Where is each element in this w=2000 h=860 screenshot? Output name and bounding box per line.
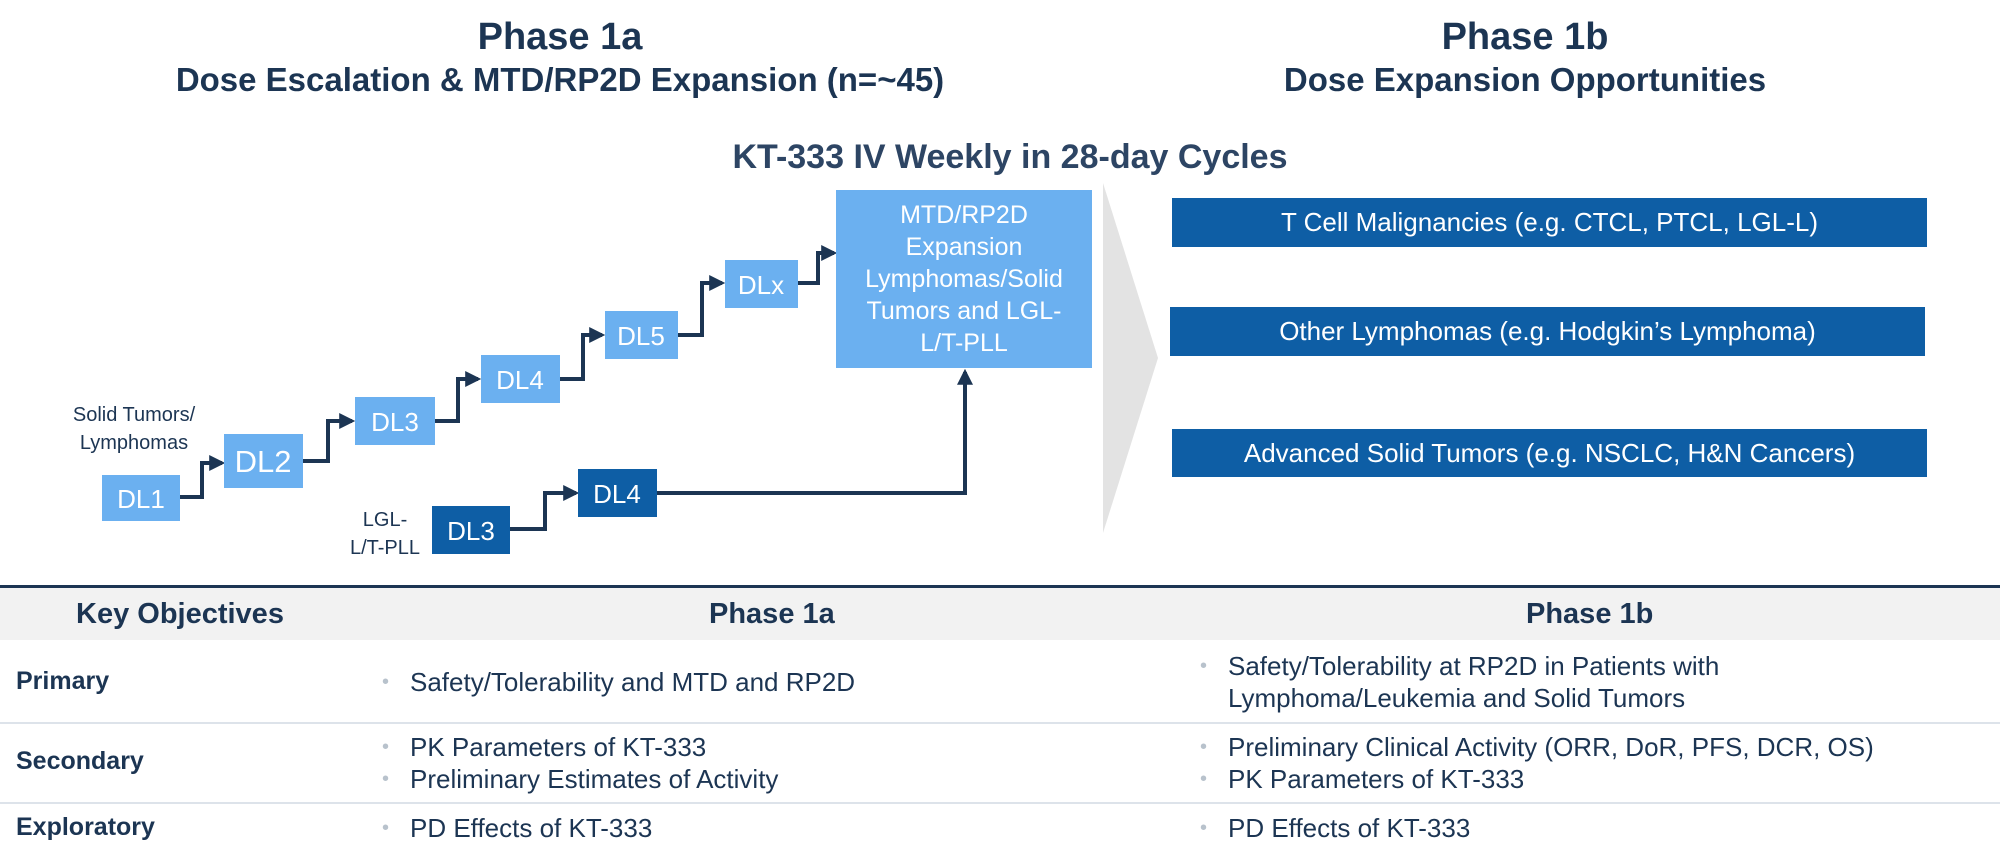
phase1b-title: Phase 1b xyxy=(1441,16,1609,58)
table-header-row xyxy=(0,588,2000,640)
step-dl3-label: DL3 xyxy=(371,407,419,437)
exploratory-phase1a-text: PD Effects of KT-333 xyxy=(410,813,653,843)
secondary-phase1b-text-2: PK Parameters of KT-333 xyxy=(1228,764,1525,794)
phase1b-subtitle: Dose Expansion Opportunities xyxy=(1283,61,1767,98)
bullet-icon: • xyxy=(1200,655,1208,677)
connector-dlx-mtd xyxy=(798,245,838,285)
exploratory-phase1b-text: PD Effects of KT-333 xyxy=(1228,813,1471,843)
primary-phase1a-text: Safety/Tolerability and MTD and RP2D xyxy=(410,667,856,697)
connector-lgl-dl4-mtd xyxy=(657,368,973,495)
lgl-step-dl3-label: DL3 xyxy=(447,516,495,546)
lgl-step-dl3-box xyxy=(432,506,510,554)
connector-dl4-dl5 xyxy=(560,327,606,381)
dark-dose-steps: DL3 DL4 xyxy=(432,469,657,554)
secondary-phase1b-item-2: • PK Parameters of KT-333 xyxy=(1200,763,1928,795)
step-dl5-label: DL5 xyxy=(617,321,665,351)
table-top-border xyxy=(0,585,2000,588)
table-header-phase1a: Phase 1a xyxy=(709,598,835,630)
exploratory-phase1a-item: • PD Effects of KT-333 xyxy=(382,812,950,844)
cycles-title: KT-333 IV Weekly in 28-day Cycles xyxy=(732,138,1288,176)
step-dl4-label: DL4 xyxy=(496,365,544,395)
solid-tumors-label: Solid Tumors/ Lymphomas xyxy=(54,401,214,457)
dose-escalation-diagram: DL1 DL2 DL3 DL4 DL5 DLx DL3 DL4 xyxy=(102,183,1158,554)
phase1a-title: Phase 1a xyxy=(477,16,643,58)
lgl-step-dl4-label: DL4 xyxy=(593,479,641,509)
bullet-icon: • xyxy=(1200,768,1208,790)
phase1b-header: Phase 1b Dose Expansion Opportunities xyxy=(1170,14,1880,100)
secondary-phase1a-text-2: Preliminary Estimates of Activity xyxy=(410,764,779,794)
bullet-icon: • xyxy=(1200,736,1208,758)
expansion-solid-tumors: Advanced Solid Tumors (e.g. NSCLC, H&N C… xyxy=(1172,429,1927,477)
lgl-label-line1: LGL- xyxy=(362,509,408,531)
connector-lgl-dl3-dl4 xyxy=(510,485,580,531)
bullet-icon: • xyxy=(1200,817,1208,839)
solid-tumors-label-line1: Solid Tumors/ xyxy=(72,404,196,426)
bullet-icon: • xyxy=(382,736,390,758)
step-dl3-box xyxy=(355,397,435,445)
row-separator xyxy=(0,802,2000,804)
secondary-phase1a-item-1: • PK Parameters of KT-333 xyxy=(382,731,950,763)
row-label-exploratory: Exploratory xyxy=(16,813,155,841)
primary-phase1a-item: • Safety/Tolerability and MTD and RP2D xyxy=(382,666,950,698)
secondary-phase1b-text-1: Preliminary Clinical Activity (ORR, DoR,… xyxy=(1228,732,1874,762)
exploratory-phase1b-item: • PD Effects of KT-333 xyxy=(1200,812,1828,844)
mtd-rp2d-text: MTD/RP2D Expansion Lymphomas/Solid Tumor… xyxy=(865,201,1063,357)
phase1a-header: Phase 1a Dose Escalation & MTD/RP2D Expa… xyxy=(100,14,1020,100)
secondary-phase1b-item-1: • Preliminary Clinical Activity (ORR, Do… xyxy=(1200,731,1928,763)
primary-phase1b-item: • Safety/Tolerability at RP2D in Patient… xyxy=(1200,650,1828,714)
step-dl2-box xyxy=(224,434,303,488)
connector-dl1-dl2 xyxy=(180,455,226,499)
step-dl5-box xyxy=(605,311,678,359)
phase1a-subtitle: Dose Escalation & MTD/RP2D Expansion (n=… xyxy=(175,61,945,98)
connector-dl3-dl4 xyxy=(435,371,482,423)
row-label-secondary: Secondary xyxy=(16,747,144,775)
step-dlx-box xyxy=(725,260,798,308)
secondary-phase1a-item-2: • Preliminary Estimates of Activity xyxy=(382,763,950,795)
connector-dl5-dlx xyxy=(678,275,726,337)
light-dose-steps: DL1 DL2 DL3 DL4 DL5 DLx xyxy=(102,260,798,521)
primary-phase1b-text: Safety/Tolerability at RP2D in Patients … xyxy=(1228,651,1720,713)
bullet-icon: • xyxy=(382,768,390,790)
step-dl4-box xyxy=(481,355,560,403)
lgl-label: LGL- L/T-PLL xyxy=(330,506,440,562)
step-dl1-box xyxy=(102,475,180,521)
expansion-other-lymphomas: Other Lymphomas (e.g. Hodgkin’s Lymphoma… xyxy=(1170,307,1925,356)
lgl-step-dl4-box xyxy=(578,469,657,517)
step-dlx-label: DLx xyxy=(738,270,784,300)
step-dl1-label: DL1 xyxy=(117,484,165,514)
bullet-icon: • xyxy=(382,671,390,693)
solid-tumors-label-line2: Lymphomas xyxy=(79,432,189,454)
row-separator xyxy=(0,722,2000,724)
table-header-key-objectives: Key Objectives xyxy=(76,598,284,630)
phase-chevron xyxy=(1103,183,1158,533)
step-dl2-label: DL2 xyxy=(235,444,292,479)
secondary-phase1a-text-1: PK Parameters of KT-333 xyxy=(410,732,707,762)
table-header-phase1b: Phase 1b xyxy=(1526,598,1654,630)
lgl-label-line2: L/T-PLL xyxy=(349,537,421,559)
mtd-rp2d-box: MTD/RP2D Expansion Lymphomas/Solid Tumor… xyxy=(836,190,1092,368)
row-label-primary: Primary xyxy=(16,667,110,695)
bullet-icon: • xyxy=(382,817,390,839)
expansion-t-cell: T Cell Malignancies (e.g. CTCL, PTCL, LG… xyxy=(1172,198,1927,247)
connector-dl2-dl3 xyxy=(303,413,356,463)
